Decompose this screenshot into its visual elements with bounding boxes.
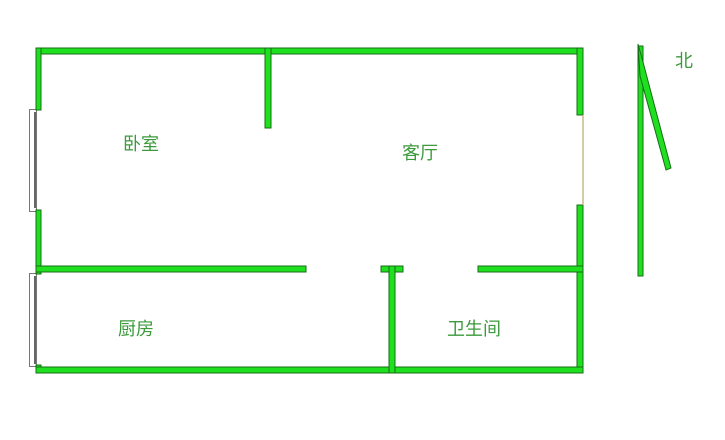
wall-bottom bbox=[35, 366, 584, 374]
wall-top bbox=[35, 47, 584, 55]
window-bedroom bbox=[29, 109, 37, 212]
wall-right-upper bbox=[576, 47, 584, 116]
wall-kitchen-bath-divider bbox=[388, 265, 396, 374]
compass-north-label: 北 bbox=[675, 51, 693, 72]
room-label-bathroom: 卫生间 bbox=[447, 319, 501, 340]
wall-left-upper bbox=[35, 47, 42, 111]
window-kitchen bbox=[29, 273, 37, 367]
wall-bathroom-top bbox=[477, 265, 584, 273]
room-label-kitchen: 厨房 bbox=[118, 319, 154, 340]
room-label-bedroom: 卧室 bbox=[123, 134, 159, 155]
wall-right-lower bbox=[576, 204, 584, 374]
wall-left-mid bbox=[35, 209, 42, 275]
room-label-living-room: 客厅 bbox=[402, 143, 438, 164]
wall-bedroom-partition bbox=[264, 47, 272, 129]
north-arrow-icon bbox=[637, 43, 672, 277]
wall-kitchen-top bbox=[35, 265, 307, 273]
